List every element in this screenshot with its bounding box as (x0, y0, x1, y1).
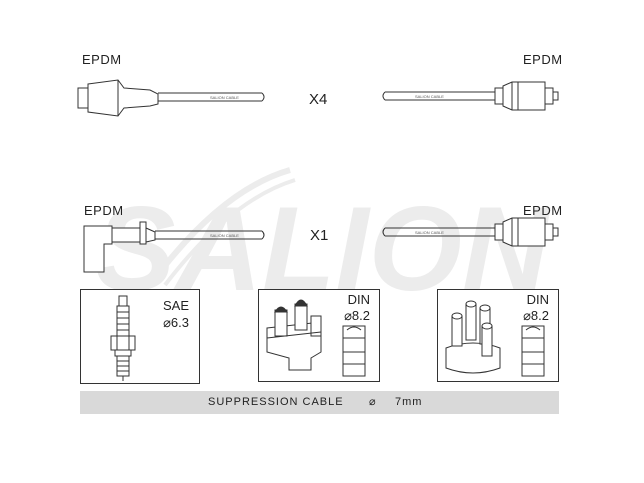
diameter-value: 7mm (395, 396, 423, 408)
row1-right-wire: SALION CABLE (382, 91, 495, 101)
row1-left-wire: SALION CABLE (158, 92, 265, 102)
distributor-cap-icon (445, 300, 545, 377)
panel-din-1: DIN ⌀8.2 (258, 289, 380, 382)
spark-plug-icon (110, 295, 136, 381)
suppression-cable-bar: SUPPRESSION CABLE ⌀ 7mm (80, 391, 559, 414)
row2-right-connector (494, 217, 559, 247)
panel-din-2: DIN ⌀8.2 (437, 289, 559, 382)
row1-right-connector (494, 81, 559, 111)
row2-left-boot (83, 221, 156, 273)
row2-right-wire: SALION CABLE (382, 227, 495, 237)
row2-quantity: X1 (310, 227, 329, 244)
panel-sae: SAE ⌀6.3 (80, 289, 200, 384)
panel-sae-size: ⌀6.3 (163, 315, 189, 330)
panel-din-1-standard: DIN (347, 292, 370, 307)
svg-text:SALION CABLE: SALION CABLE (210, 95, 239, 100)
panel-sae-standard: SAE (162, 298, 189, 313)
suppression-cable-label: SUPPRESSION CABLE (208, 396, 344, 408)
row2-right-label: EPDM (523, 203, 563, 218)
panel-din-1-size: ⌀8.2 (344, 308, 370, 323)
panel-din-2-size: ⌀8.2 (523, 308, 549, 323)
watermark-swoosh (163, 178, 296, 287)
row1-left-label: EPDM (82, 52, 122, 67)
row2-left-wire: SALION CABLE (155, 230, 265, 240)
svg-text:SALION CABLE: SALION CABLE (415, 94, 444, 99)
watermark-swoosh (147, 167, 291, 287)
svg-text:SALION CABLE: SALION CABLE (415, 230, 444, 235)
svg-text:SALION CABLE: SALION CABLE (210, 233, 239, 238)
row1-left-boot (77, 79, 159, 117)
distributor-cap-icon (266, 299, 366, 377)
diameter-symbol: ⌀ (369, 396, 377, 408)
row2-left-label: EPDM (84, 203, 124, 218)
row1-quantity: X4 (309, 91, 328, 108)
panel-din-2-standard: DIN (526, 292, 549, 307)
row1-right-label: EPDM (523, 52, 563, 67)
